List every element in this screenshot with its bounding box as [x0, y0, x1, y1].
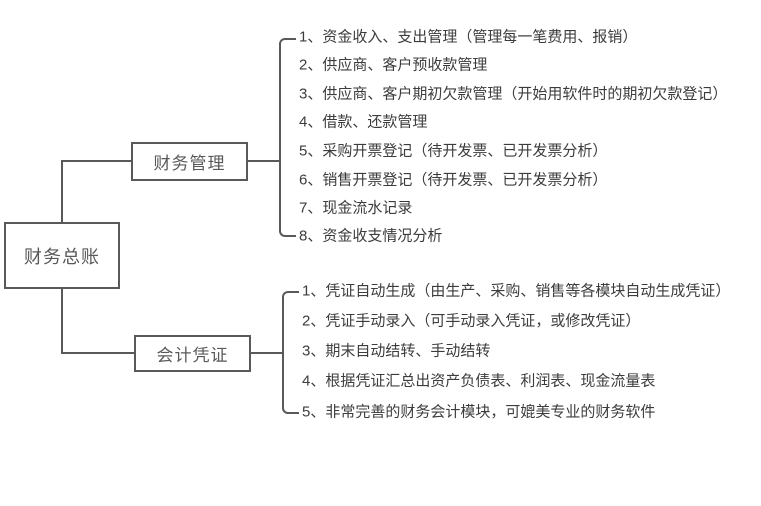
bracket-finance-management-items — [279, 38, 296, 237]
connector-to-accounting-voucher — [61, 352, 134, 354]
bracket-accounting-voucher-items — [282, 291, 299, 414]
node-branch-finance-management-label: 财务管理 — [153, 154, 226, 173]
list-item: 5、采购开票登记（待开发票、已开发票分析） — [299, 142, 608, 160]
node-branch-finance-management: 财务管理 — [131, 142, 248, 181]
list-item: 4、根据凭证汇总出资产负债表、利润表、现金流量表 — [302, 372, 656, 390]
node-branch-accounting-voucher-label: 会计凭证 — [156, 346, 229, 365]
list-item: 3、期末自动结转、手动结转 — [302, 342, 491, 360]
connector-trunk-upper — [61, 160, 63, 222]
node-branch-accounting-voucher: 会计凭证 — [134, 335, 251, 372]
node-root: 财务总账 — [4, 222, 120, 289]
list-item: 6、销售开票登记（待开发票、已开发票分析） — [299, 171, 608, 189]
list-item: 1、资金收入、支出管理（管理每一笔费用、报销） — [299, 28, 638, 46]
list-item: 2、凭证手动录入（可手动录入凭证，或修改凭证） — [302, 312, 641, 330]
list-item: 5、非常完善的财务会计模块，可媲美专业的财务软件 — [302, 403, 656, 421]
list-item: 8、资金收支情况分析 — [299, 227, 443, 245]
list-item: 2、供应商、客户预收款管理 — [299, 56, 488, 74]
list-item: 1、凭证自动生成（由生产、采购、销售等各模块自动生成凭证） — [302, 282, 731, 300]
connector-trunk-lower — [61, 289, 63, 354]
connector-to-finance-management — [61, 160, 131, 162]
list-item: 3、供应商、客户期初欠款管理（开始用软件时的期初欠款登记） — [299, 85, 728, 103]
node-root-label: 财务总账 — [24, 246, 100, 267]
list-item: 7、现金流水记录 — [299, 199, 413, 217]
connector-accounting-voucher-to-bracket — [251, 352, 282, 354]
list-item: 4、借款、还款管理 — [299, 113, 428, 131]
connector-finance-management-to-bracket — [248, 160, 279, 162]
